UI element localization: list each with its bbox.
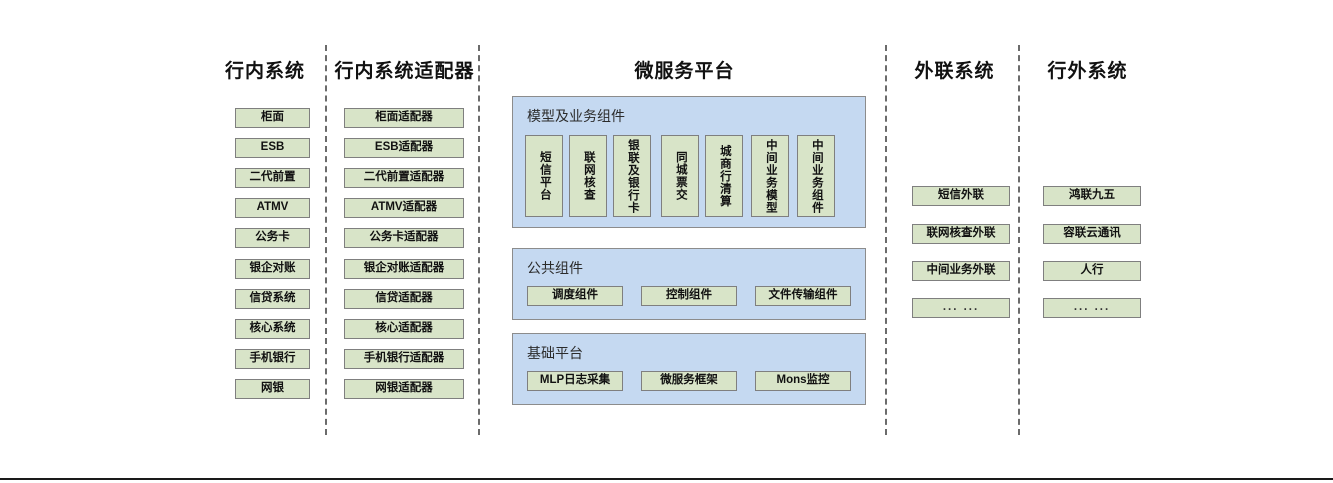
column-divider-3 [885,45,887,435]
column-divider-4 [1018,45,1020,435]
node-platform-model-6[interactable]: 中间业务组件 [797,135,835,217]
column-header-offbank: 行外系统 [1047,61,1128,82]
node-platform-model-0[interactable]: 短信平台 [525,135,563,217]
node-internal-3[interactable]: ATMV [235,198,310,218]
node-adapter-9[interactable]: 网银适配器 [344,379,464,399]
node-platform-base-2[interactable]: Mons监控 [755,371,851,391]
node-offbank-3[interactable]: ... ... [1043,298,1141,318]
column-header-external: 外联系统 [914,61,995,82]
node-platform-model-1[interactable]: 联网核查 [569,135,607,217]
node-internal-8[interactable]: 手机银行 [235,349,310,369]
column-header-internal: 行内系统 [224,61,305,82]
node-adapter-6[interactable]: 信贷适配器 [344,289,464,309]
panel-title-public-components: 公共组件 [527,260,583,276]
node-internal-9[interactable]: 网银 [235,379,310,399]
node-platform-public-0[interactable]: 调度组件 [527,286,623,306]
node-platform-base-0[interactable]: MLP日志采集 [527,371,623,391]
node-internal-1[interactable]: ESB [235,138,310,158]
node-adapter-2[interactable]: 二代前置适配器 [344,168,464,188]
panel-title-base-platform: 基础平台 [527,345,583,361]
node-adapter-4[interactable]: 公务卡适配器 [344,228,464,248]
node-internal-6[interactable]: 信贷系统 [235,289,310,309]
node-platform-model-4[interactable]: 城商行清算 [705,135,743,217]
node-adapter-0[interactable]: 柜面适配器 [344,108,464,128]
node-platform-base-1[interactable]: 微服务框架 [641,371,737,391]
column-divider-2 [478,45,480,435]
page-bottom-rule [0,478,1333,480]
panel-base-platform: 基础平台 [512,333,866,405]
node-platform-public-2[interactable]: 文件传输组件 [755,286,851,306]
node-adapter-8[interactable]: 手机银行适配器 [344,349,464,369]
node-adapter-5[interactable]: 银企对账适配器 [344,259,464,279]
panel-public-components: 公共组件 [512,248,866,320]
node-platform-model-5[interactable]: 中间业务模型 [751,135,789,217]
node-internal-2[interactable]: 二代前置 [235,168,310,188]
node-internal-4[interactable]: 公务卡 [235,228,310,248]
node-platform-model-3[interactable]: 同城票交 [661,135,699,217]
node-external-0[interactable]: 短信外联 [912,186,1010,206]
column-header-platform: 微服务平台 [634,61,735,82]
column-divider-1 [325,45,327,435]
node-adapter-7[interactable]: 核心适配器 [344,319,464,339]
node-platform-public-1[interactable]: 控制组件 [641,286,737,306]
node-external-2[interactable]: 中间业务外联 [912,261,1010,281]
node-external-1[interactable]: 联网核查外联 [912,224,1010,244]
node-offbank-0[interactable]: 鸿联九五 [1043,186,1141,206]
node-offbank-1[interactable]: 容联云通讯 [1043,224,1141,244]
node-external-3[interactable]: ... ... [912,298,1010,318]
node-offbank-2[interactable]: 人行 [1043,261,1141,281]
panel-title-model-business-components: 模型及业务组件 [527,108,625,124]
node-internal-7[interactable]: 核心系统 [235,319,310,339]
node-platform-model-2[interactable]: 银联及银行卡 [613,135,651,217]
node-internal-5[interactable]: 银企对账 [235,259,310,279]
column-header-adapter: 行内系统适配器 [334,61,475,82]
node-internal-0[interactable]: 柜面 [235,108,310,128]
node-adapter-3[interactable]: ATMV适配器 [344,198,464,218]
node-adapter-1[interactable]: ESB适配器 [344,138,464,158]
